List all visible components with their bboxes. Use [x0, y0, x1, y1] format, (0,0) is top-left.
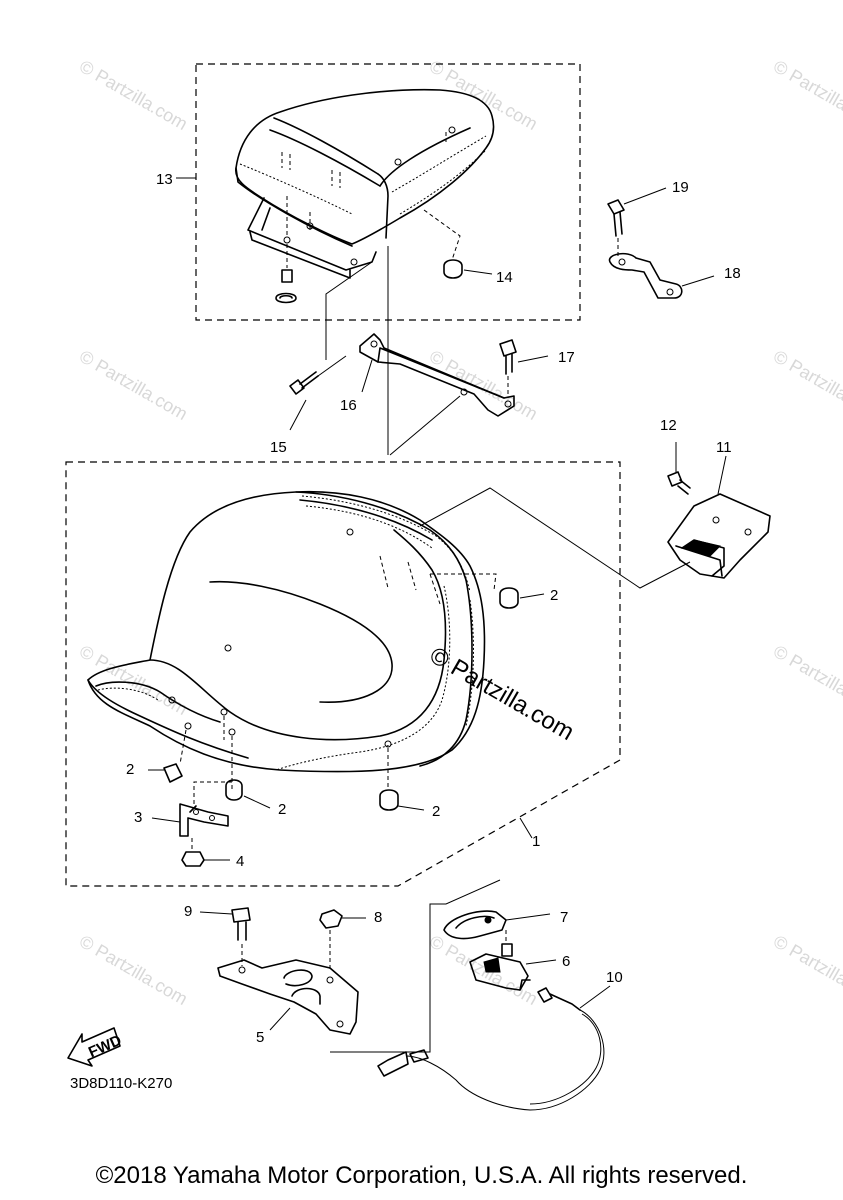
- bolt-12: [667, 471, 691, 495]
- bolt-19: [607, 199, 625, 256]
- diagram-code: 3D8D110-K270: [70, 1075, 172, 1092]
- callout-4: 4: [236, 853, 244, 870]
- callout-16: 16: [340, 397, 357, 414]
- watermark: © Partzilla.com: [770, 346, 843, 424]
- leader-line: [330, 879, 501, 1053]
- bolt-9: [231, 907, 251, 966]
- watermark: © Partzilla.com: [426, 346, 541, 424]
- callout-7: 7: [560, 909, 568, 926]
- plate-5: [217, 959, 359, 1035]
- callout-2: 2: [550, 587, 558, 604]
- nut-4: [181, 851, 205, 867]
- callout-14: 14: [496, 269, 513, 286]
- cable-10: [377, 987, 605, 1111]
- bracket-11: [667, 455, 771, 579]
- bracket-16: [359, 333, 515, 417]
- watermark: © Partzilla.com: [76, 346, 191, 424]
- leader-line: [389, 395, 461, 456]
- callout-18: 18: [724, 265, 741, 282]
- rear-seat: [235, 88, 495, 304]
- watermark: © Partzilla.com: [426, 56, 541, 134]
- bolt-17: [499, 339, 517, 396]
- lock-6: [469, 943, 531, 991]
- watermark: © Partzilla.com: [770, 56, 843, 134]
- grommet-2: [163, 587, 519, 811]
- bracket-18: [608, 252, 683, 299]
- callout-8: 8: [374, 909, 382, 926]
- callout-labels: 13 14 19 18 17 16 15 12 11 2 2 2 2 3 4 1…: [126, 171, 741, 1046]
- copyright-notice: ©2018 Yamaha Motor Corporation, U.S.A. A…: [95, 1162, 748, 1189]
- callout-15: 15: [270, 439, 287, 456]
- watermark: © Partzilla.com: [770, 641, 843, 719]
- callout-5: 5: [256, 1029, 264, 1046]
- callout-19: 19: [672, 179, 689, 196]
- leader-line: [419, 487, 691, 589]
- watermark: © Partzilla.com: [76, 931, 191, 1009]
- callout-13: 13: [156, 171, 173, 188]
- callout-17: 17: [558, 349, 575, 366]
- watermark: © Partzilla.com: [770, 931, 843, 1009]
- watermark: © Partzilla.com: [76, 641, 191, 719]
- callout-9: 9: [184, 903, 192, 920]
- leader-line: [325, 261, 373, 360]
- callout-2: 2: [126, 761, 134, 778]
- front-seat-group-box: [65, 461, 621, 887]
- callout-2: 2: [278, 801, 286, 818]
- fwd-arrow-icon: FWD: [67, 1027, 124, 1067]
- callout-11: 11: [716, 439, 732, 456]
- bracket-3: [179, 781, 232, 850]
- callout-3: 3: [134, 809, 142, 826]
- bolt-15: [289, 355, 347, 395]
- watermark: © Partzilla.com: [76, 56, 191, 134]
- hook-7: [443, 910, 507, 944]
- watermark-center: © Partzilla.com: [425, 642, 579, 746]
- callout-10: 10: [606, 969, 623, 986]
- callout-2: 2: [432, 803, 440, 820]
- fwd-label: FWD: [86, 1032, 124, 1061]
- callout-12: 12: [660, 417, 677, 434]
- callout-leaders: [148, 177, 715, 1031]
- nut-8: [319, 909, 343, 970]
- callout-1: 1: [532, 833, 540, 850]
- callout-6: 6: [562, 953, 570, 970]
- front-seat: [87, 490, 497, 790]
